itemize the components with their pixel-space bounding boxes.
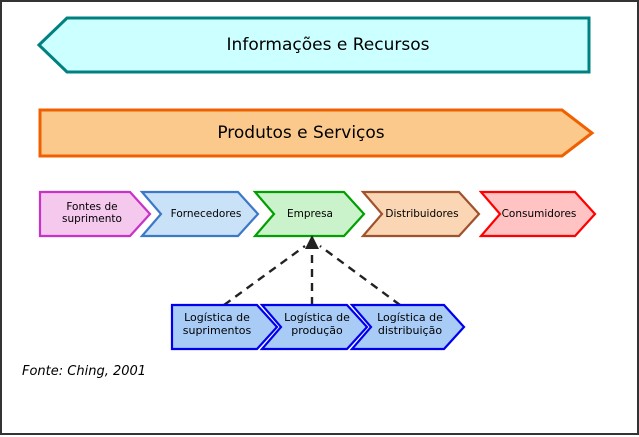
logistics-logistica-de-producao-shape bbox=[259, 303, 369, 351]
chain-consumidores-shape bbox=[478, 190, 597, 238]
logistics-logistica-de-suprimentos-shape bbox=[170, 303, 279, 351]
connector-suprimentos-to-empresa bbox=[223, 245, 306, 306]
chain-fornecedores-shape bbox=[139, 190, 260, 238]
source-note: Fonte: Ching, 2001 bbox=[22, 364, 147, 379]
connector-distribuicao-to-empresa bbox=[319, 245, 401, 306]
banner-informacoes-e-recursos-shape bbox=[36, 16, 591, 74]
chain-distribuidores-shape bbox=[360, 190, 481, 238]
connector-arrowhead-icon bbox=[305, 235, 319, 249]
logistics-logistica-de-distribuicao-shape bbox=[349, 303, 466, 351]
connector-lines bbox=[223, 245, 401, 306]
chain-fontes-de-suprimento-shape bbox=[38, 190, 152, 238]
banner-produtos-e-servicos-shape bbox=[38, 108, 595, 158]
chain-empresa-shape bbox=[252, 190, 366, 238]
